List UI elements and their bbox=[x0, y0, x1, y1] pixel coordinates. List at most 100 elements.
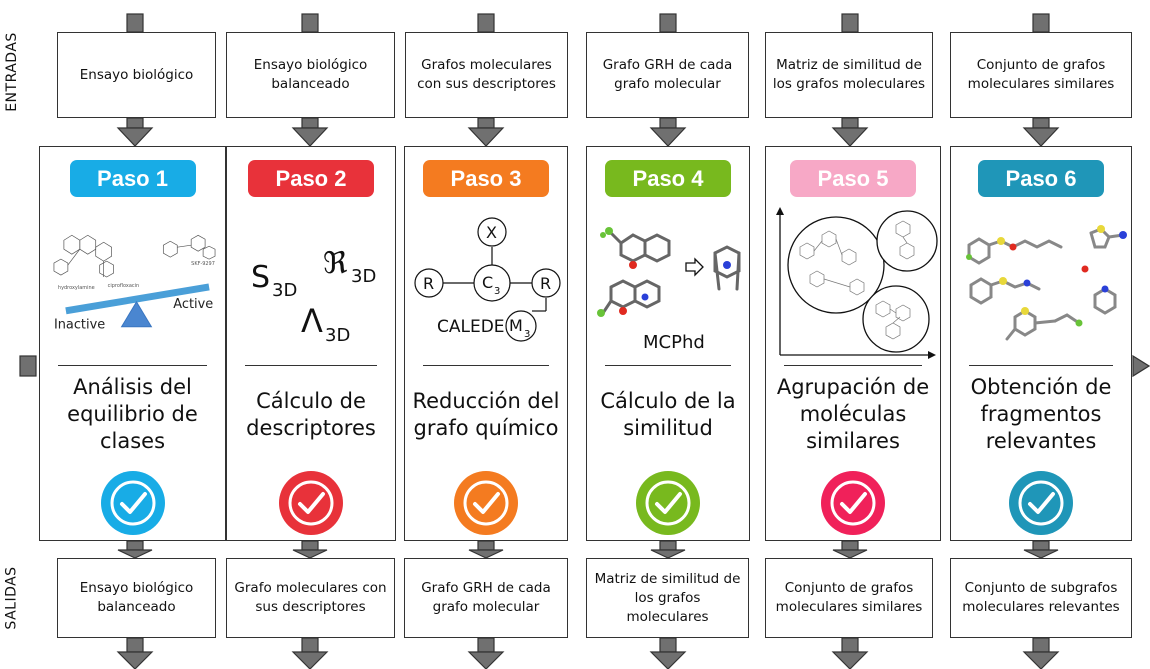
inputs-label: ENTRADAS bbox=[0, 32, 24, 112]
lambda3d-symbol: Λ bbox=[301, 302, 323, 340]
step-2-output-text: Grafo moleculares con sus descriptores bbox=[234, 580, 387, 615]
step-3-output-text: Grafo GRH de cada grafo molecular bbox=[421, 580, 551, 615]
step-2-divider bbox=[245, 365, 377, 366]
step-5-title: Agrupación de moléculas similares bbox=[776, 375, 930, 453]
down-arrow-icon bbox=[1022, 637, 1060, 669]
step-1-divider bbox=[58, 365, 207, 366]
outputs-label-text: SALIDAS bbox=[4, 566, 20, 630]
step-2-input-box: Ensayo biológico balanceado bbox=[226, 32, 395, 118]
step-2-output-box: Grafo moleculares con sus descriptores bbox=[226, 558, 395, 638]
step-5-input-box: Matriz de similitud de los grafos molecu… bbox=[765, 32, 933, 118]
down-arrow-icon bbox=[116, 637, 154, 669]
node-x-label: X bbox=[486, 223, 497, 242]
step-2-badge: Paso 2 bbox=[248, 160, 374, 197]
inactive-label: Inactive bbox=[54, 318, 105, 333]
step-4-output-text: Matriz de similitud de los grafos molecu… bbox=[594, 570, 741, 625]
down-arrow-icon bbox=[831, 637, 869, 669]
step-3-title: Reducción del grafo químico bbox=[412, 388, 560, 440]
down-arrow-icon bbox=[292, 540, 328, 559]
down-arrow-icon bbox=[1032, 13, 1050, 33]
s3d-subscript: 3D bbox=[272, 280, 297, 301]
step-2-title: Cálculo de descriptores bbox=[246, 388, 376, 440]
checkmark-icon bbox=[1009, 471, 1073, 535]
down-arrow-icon bbox=[831, 117, 869, 147]
down-arrow-icon bbox=[1022, 117, 1060, 147]
step-3-output-box: Grafo GRH de cada grafo molecular bbox=[404, 558, 568, 638]
step-5-output-box: Conjunto de grafos moleculares similares bbox=[765, 558, 933, 638]
node-r-left-label: R bbox=[423, 274, 434, 293]
step-3-input-text: Grafos moleculares con sus descriptores bbox=[417, 57, 556, 92]
step-2-input-text: Ensayo biológico balanceado bbox=[253, 57, 368, 92]
step-1-output-box: Ensayo biológico balanceado bbox=[57, 558, 216, 638]
clustering-plot-illustration bbox=[776, 207, 938, 359]
step-1-output-text: Ensayo biológico balanceado bbox=[79, 580, 194, 615]
checkmark-icon bbox=[100, 471, 165, 535]
down-arrow-icon bbox=[649, 117, 687, 147]
down-arrow-icon bbox=[649, 637, 687, 669]
mcphd-label: MCPhd bbox=[643, 332, 705, 353]
step-5-output-text: Conjunto de grafos moleculares similares bbox=[775, 580, 923, 615]
down-arrow-icon bbox=[832, 540, 868, 559]
step-5-divider bbox=[784, 365, 922, 366]
checkmark-icon bbox=[454, 471, 518, 535]
step-3-box: Paso 3 X R C 3 R bbox=[404, 146, 568, 541]
active-label: Active bbox=[173, 297, 213, 312]
node-m-label: M bbox=[509, 316, 523, 335]
step-4-input-box: Grafo GRH de cada grafo molecular bbox=[586, 32, 749, 118]
step-6-divider bbox=[969, 365, 1113, 366]
calede-label: CALEDE bbox=[437, 317, 505, 337]
down-arrow-icon bbox=[301, 13, 319, 33]
step-4-badge: Paso 4 bbox=[605, 160, 731, 197]
step-5-box: Paso 5 bbox=[765, 146, 941, 541]
step-6-badge-text: Paso 6 bbox=[1005, 165, 1077, 191]
r3d-subscript: 3D bbox=[351, 266, 376, 287]
checkmark-icon bbox=[279, 471, 343, 535]
descriptor-symbols-illustration: S 3D ℜ 3D Λ 3D bbox=[251, 246, 376, 346]
step-4-box: Paso 4 bbox=[586, 146, 750, 541]
step-4-output-box: Matriz de similitud de los grafos molecu… bbox=[586, 558, 749, 638]
step-3-badge: Paso 3 bbox=[423, 160, 549, 197]
down-arrow-icon bbox=[841, 13, 859, 33]
step-4-badge-text: Paso 4 bbox=[632, 165, 704, 191]
down-arrow-icon bbox=[291, 117, 329, 147]
fragments-illustration bbox=[966, 225, 1127, 341]
step-6-badge: Paso 6 bbox=[978, 160, 1104, 197]
step-6-output-text: Conjunto de subgrafos moleculares releva… bbox=[962, 580, 1120, 615]
r3d-symbol: ℜ bbox=[323, 246, 348, 281]
node-m-subscript: 3 bbox=[524, 329, 530, 340]
step-1-title: Análisis del equilibrio de clases bbox=[67, 375, 198, 453]
down-arrow-icon bbox=[291, 637, 329, 669]
node-c-label: C bbox=[482, 273, 493, 292]
right-arrow-icon bbox=[1132, 354, 1150, 378]
step-5-badge-text: Paso 5 bbox=[817, 165, 889, 191]
down-arrow-icon bbox=[1023, 540, 1059, 559]
step-3-badge-text: Paso 3 bbox=[450, 165, 522, 191]
step-3-input-box: Grafos moleculares con sus descriptores bbox=[405, 32, 568, 118]
step-6-box: Paso 6 bbox=[950, 146, 1132, 541]
checkmark-icon bbox=[821, 471, 885, 535]
molecule-similarity-illustration: MCPhd bbox=[597, 227, 741, 353]
step-1-box: Paso 1 hydroxylamine ciprofloxa bbox=[39, 146, 226, 541]
step-5-input-text: Matriz de similitud de los grafos molecu… bbox=[772, 57, 926, 92]
step-1-input-text: Ensayo biológico bbox=[79, 66, 194, 83]
svg-text:hydroxylamine: hydroxylamine bbox=[58, 285, 95, 291]
node-r-right-label: R bbox=[540, 274, 551, 293]
step-1-badge-text: Paso 1 bbox=[97, 165, 168, 191]
down-arrow-icon bbox=[117, 540, 153, 559]
step-1-input-box: Ensayo biológico bbox=[57, 32, 216, 118]
down-arrow-icon bbox=[116, 117, 154, 147]
step-6-title: Obtención de fragmentos relevantes bbox=[970, 375, 1112, 453]
flow-line bbox=[19, 354, 1150, 378]
down-arrow-icon bbox=[467, 637, 505, 669]
svg-text:ciprofloxacin: ciprofloxacin bbox=[108, 283, 140, 289]
node-c-subscript: 3 bbox=[494, 286, 500, 297]
step-5-badge: Paso 5 bbox=[790, 160, 916, 197]
down-arrow-icon bbox=[126, 13, 144, 33]
step-6-output-box: Conjunto de subgrafos moleculares releva… bbox=[950, 558, 1132, 638]
inputs-label-text: ENTRADAS bbox=[4, 32, 21, 112]
step-6-input-box: Conjunto de grafos moleculares similares bbox=[950, 32, 1132, 118]
step-1-badge: Paso 1 bbox=[69, 160, 196, 197]
reduced-graph-illustration: X R C 3 R M 3 CALEDE bbox=[414, 217, 561, 342]
lambda3d-subscript: 3D bbox=[325, 325, 350, 346]
down-arrow-icon bbox=[650, 540, 686, 559]
